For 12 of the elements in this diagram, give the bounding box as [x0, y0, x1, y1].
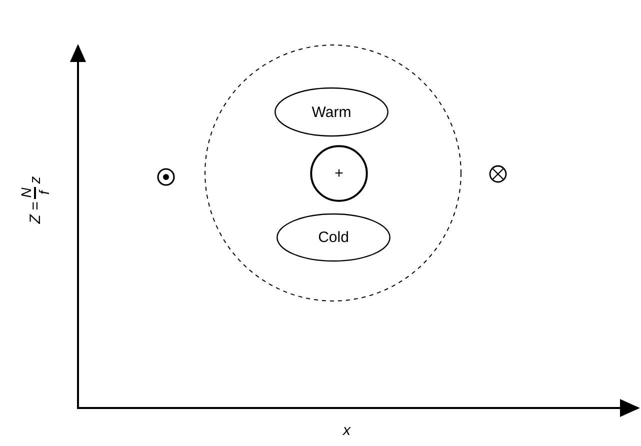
- circle-node: [310, 145, 368, 202]
- axis-label: Z =: [28, 202, 42, 224]
- node-label: Cold: [318, 230, 349, 245]
- ellipse-node: [274, 87, 389, 137]
- node-label: +: [334, 166, 344, 181]
- fraction-denominator: f: [36, 190, 51, 195]
- axis-label: x: [343, 423, 350, 438]
- dashed-circle: [204, 44, 462, 302]
- axis-variable: z: [28, 176, 42, 184]
- fraction-numerator: N: [19, 188, 34, 198]
- node-label: Warm: [312, 104, 352, 120]
- ellipse-node: [276, 213, 391, 262]
